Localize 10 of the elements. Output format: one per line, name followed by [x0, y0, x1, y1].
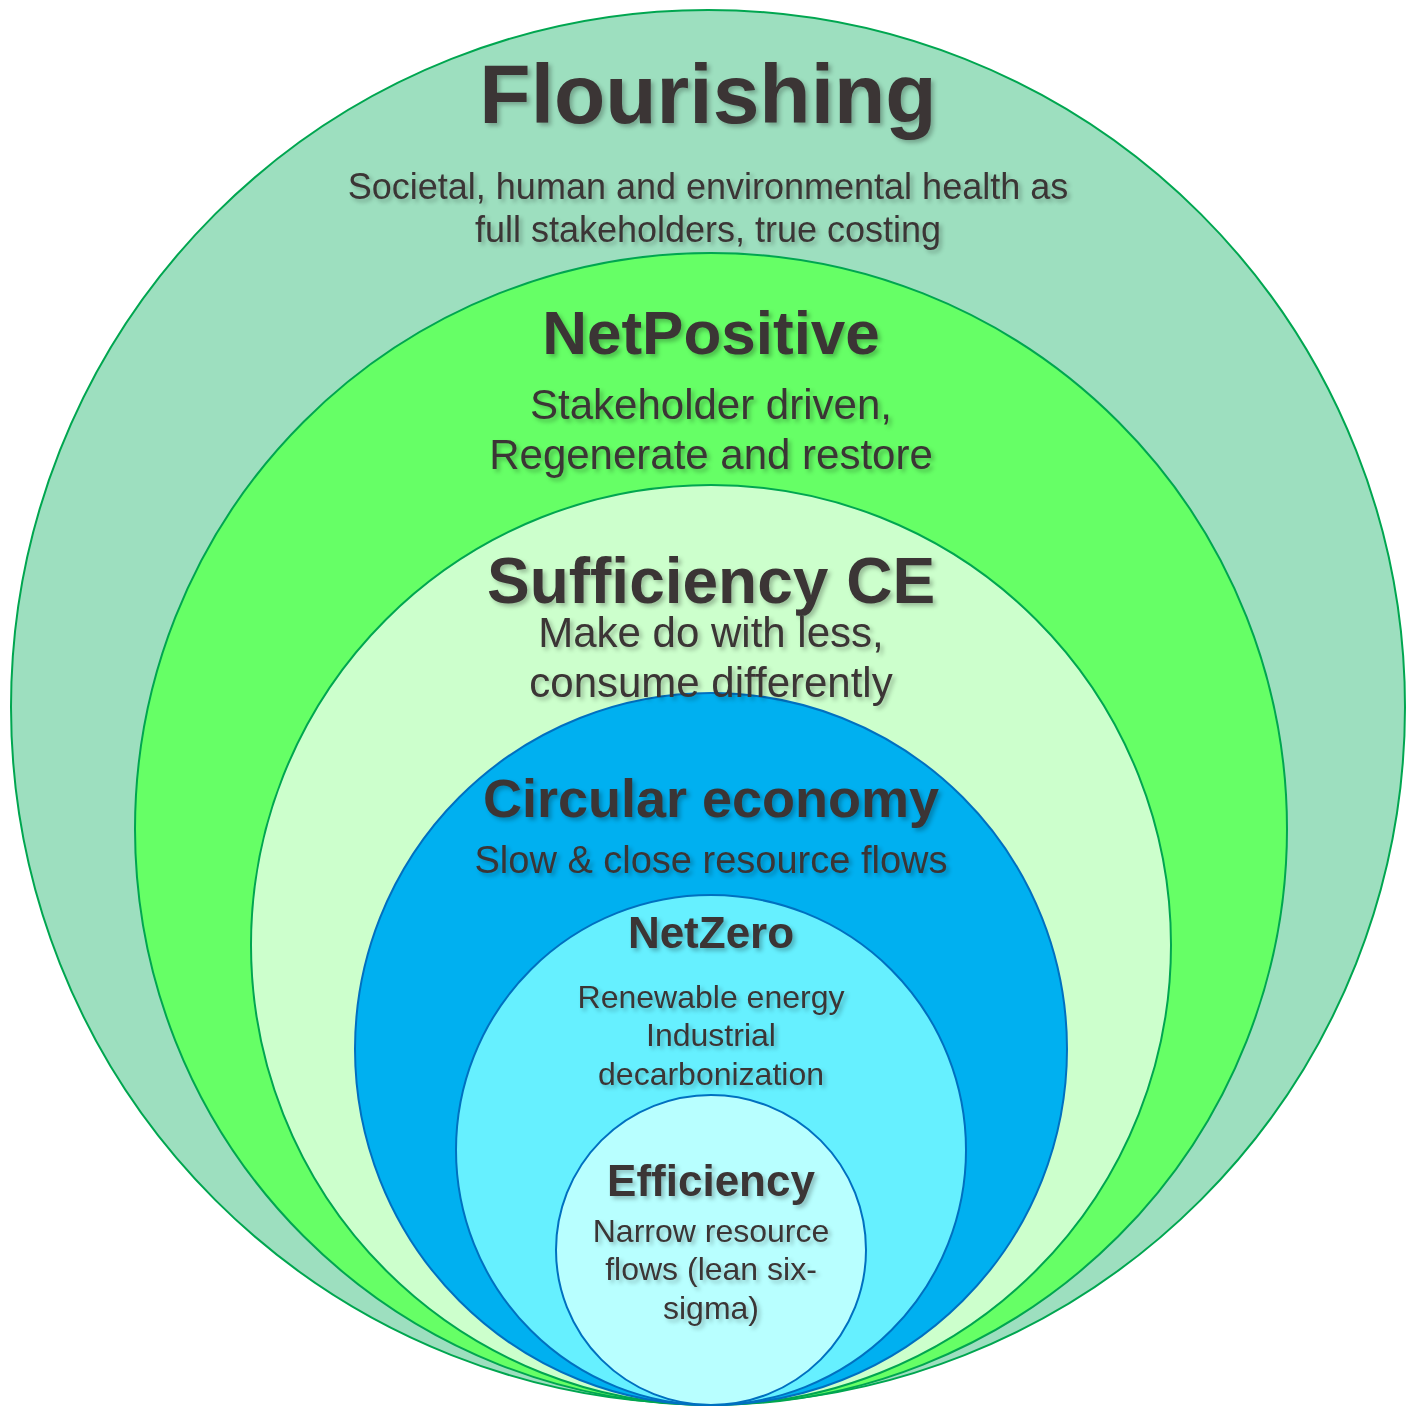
- circle-description: Renewable energy Industrial decarbonization: [576, 978, 846, 1094]
- circle-description: Societal, human and environmental health as full stakeholders, true costing: [346, 165, 1070, 252]
- circle-title: Efficiency: [606, 1158, 816, 1205]
- circle-title: Circular economy: [481, 770, 941, 827]
- circle-title: Flourishing: [478, 50, 938, 139]
- circle-title: NetZero: [626, 910, 796, 957]
- circle-description: Slow & close resource flows: [473, 838, 949, 883]
- circle-title: NetPositive: [541, 300, 881, 366]
- circle-description: Stakeholder driven, Regenerate and restore: [488, 380, 934, 481]
- circle-description: Narrow resource flows (lean six-sigma): [591, 1212, 831, 1328]
